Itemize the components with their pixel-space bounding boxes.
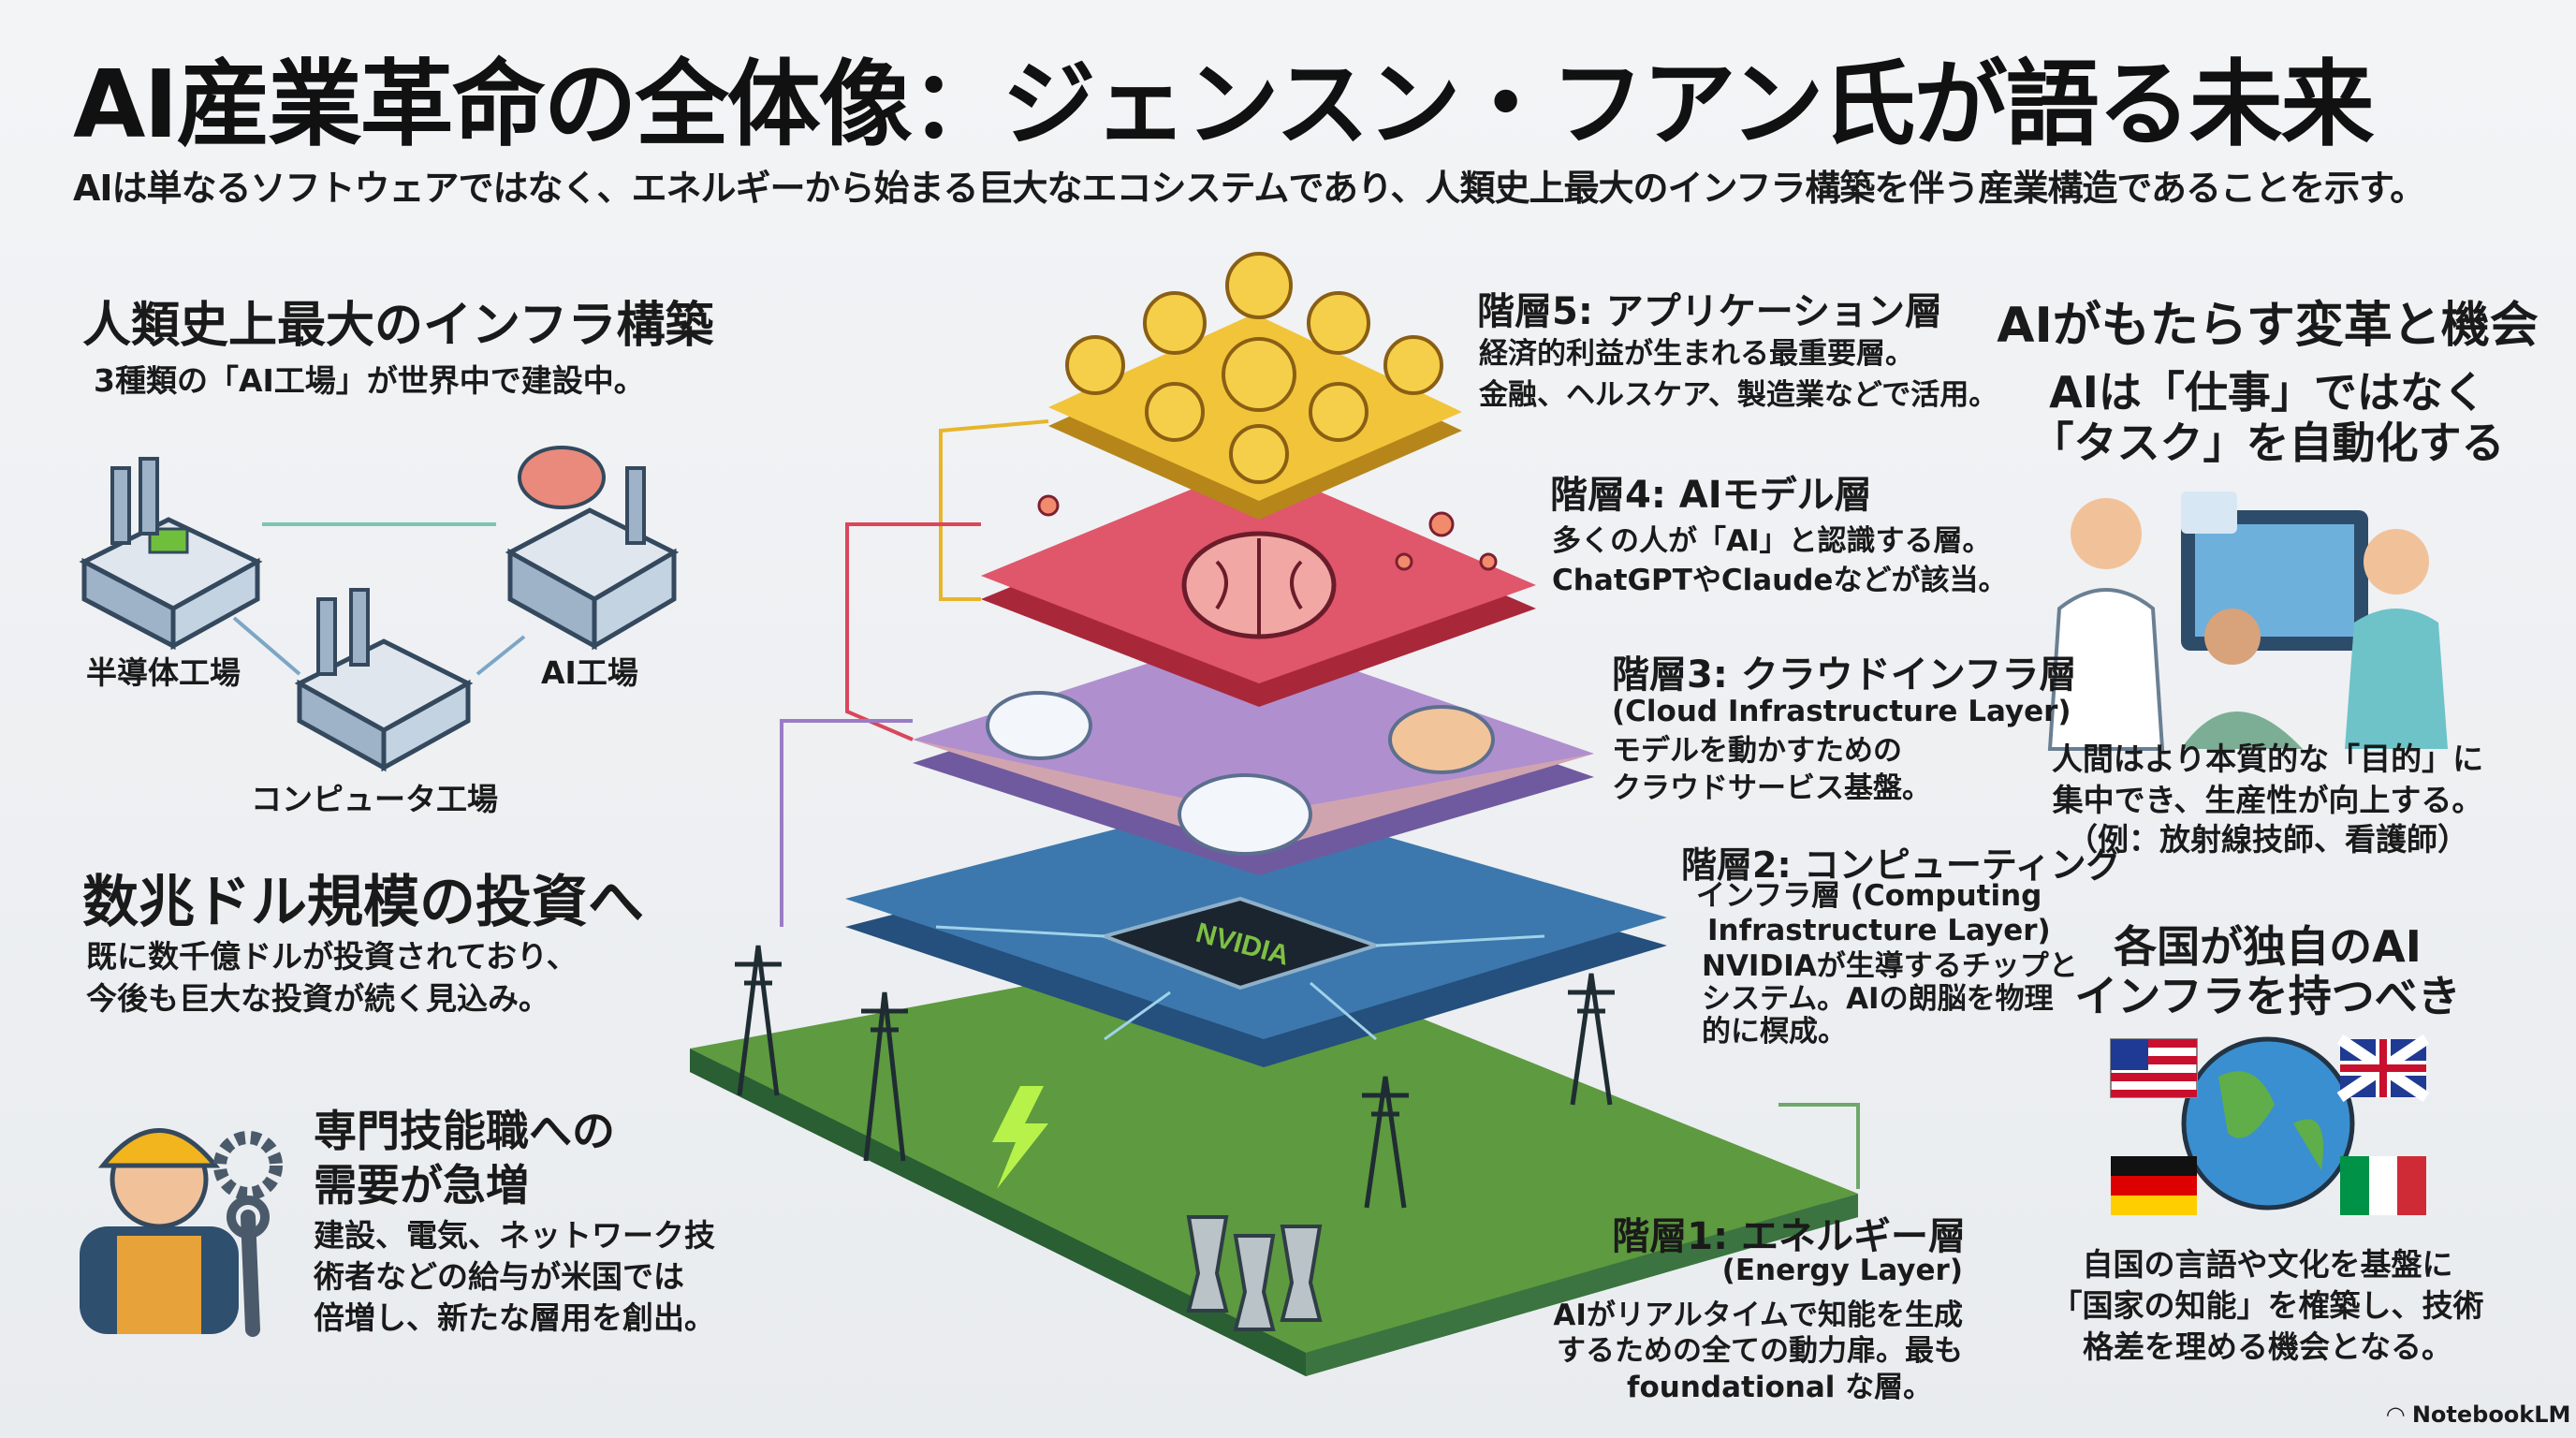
factory-computer-icon — [294, 588, 474, 772]
globe-icon — [2181, 1036, 2355, 1211]
notebooklm-brand: ◠ NotebookLM — [2387, 1401, 2570, 1428]
page-subtitle: AIは単なるソフトウェアではなく、エネルギーから始まる巨大なエコシステムであり、… — [73, 168, 2425, 209]
infra-heading: 人類史上最大のインフラ構築 — [82, 298, 714, 354]
circuit-traces — [935, 925, 1545, 1041]
network-node-icon — [1037, 494, 1498, 571]
layer-1-title: 階層1: エネルギー層 — [1612, 1215, 1966, 1258]
right-heading: AIがもたらす変革と機会 — [1997, 298, 2539, 354]
layer-1-line-1: (Energy Layer) — [1721, 1254, 1963, 1287]
application-icons — [1065, 252, 1443, 484]
jobs-heading-2: 需要が急増 — [314, 1160, 529, 1211]
invest-heading: 数兆ドル規模の投資へ — [82, 870, 644, 935]
factory-semiconductor-icon — [79, 457, 263, 651]
sovereign-line-3: 格差を理める機会となる。 — [2082, 1328, 2452, 1365]
layer-3-line-2: モデルを動かすための — [1612, 734, 1902, 768]
sovereign-line-1: 自国の言語や文化を基盤に — [2082, 1246, 2453, 1283]
power-pylon-icon — [735, 945, 1615, 1209]
sovereign-line-2: 「国家の知能」を榷築し、技術 — [2051, 1287, 2484, 1324]
brain-icon — [1181, 531, 1337, 639]
layer-4-line-2: ChatGPTやClaudeなどが該当。 — [1552, 564, 2008, 597]
layer-5-line-1: 経済的利益が生まれる最重要層。 — [1479, 337, 1914, 371]
task-line-3: （例：放射線技師、看護師） — [2067, 821, 2468, 858]
cloud-icon — [986, 691, 1495, 856]
layer-2-line-1: インフラ層 (Computing — [1696, 879, 2042, 913]
layer-3-title: 階層3: クラウドインフラ層 — [1612, 653, 2077, 697]
infra-sub: 3種類の「AI工場」が世界中で建設中。 — [94, 362, 645, 399]
page-title: AI産業革命の全体像：ジェンスン・フアン氏が語る未来 — [73, 50, 2375, 159]
sovereign-heading-2: インフラを持つべき — [2074, 971, 2461, 1021]
task-line-1: 人間はより本質的な「目的」に — [2051, 741, 2484, 777]
lightning-icon — [992, 1086, 1048, 1189]
factory-ai-icon — [505, 446, 680, 651]
factory-label-semiconductor: 半導体工場 — [86, 654, 241, 691]
wrench-icon — [227, 1196, 270, 1337]
factory-label-ai: AI工場 — [541, 654, 638, 691]
layer-2-title: 階層2: コンピューティング — [1681, 844, 2122, 886]
invest-line-1: 既に数千億ドルが投資されており、 — [86, 938, 578, 975]
layer-3-line-1: (Cloud Infrastructure Layer) — [1612, 695, 2071, 728]
notebooklm-label: NotebookLM — [2411, 1401, 2571, 1428]
flag-usa-icon — [2110, 1038, 2198, 1098]
jobs-line-1: 建設、電気、ネットワーク技 — [314, 1217, 715, 1254]
jobs-heading-1: 専門技能職への — [314, 1106, 615, 1156]
cooling-tower-icon — [1186, 1215, 1323, 1331]
invest-line-2: 今後も巨大な投資が続く見込み。 — [86, 980, 549, 1017]
layer-2-line-4: システム。AIの朗脳を物理 — [1702, 982, 2054, 1016]
layer-1-line-3: するための全ての動力扉。最も — [1557, 1334, 1963, 1368]
task-heading-2: 「タスク」を自動化する — [2030, 418, 2505, 468]
worker-icon — [80, 1128, 239, 1334]
flag-germany-icon — [2111, 1156, 2197, 1215]
layer-1-energy-platform — [690, 946, 1858, 1376]
layer-5-line-2: 金融、ヘルスケア、製造業などで活用。 — [1479, 378, 1998, 412]
jobs-line-3: 倍増し、新たな層用を創出。 — [314, 1299, 715, 1336]
task-heading-1: AIは「仕事」ではなく — [2049, 367, 2486, 418]
layer-2-line-5: 的に榠成。 — [1702, 1015, 1847, 1049]
factory-label-computer: コンピュータ工場 — [251, 781, 498, 817]
task-line-2: 集中でき、生産性が向上する。 — [2052, 782, 2483, 818]
layer-2-line-2: Infrastructure Layer) — [1707, 914, 2051, 947]
layer-1-line-4: foundational な層。 — [1627, 1371, 1933, 1404]
layer-3-line-3: クラウドサービス基盤。 — [1612, 771, 1931, 805]
gear-icon — [213, 1131, 283, 1200]
connector-lines — [780, 419, 1860, 1189]
layer-2-computing-platform — [845, 796, 1667, 1067]
layer-2-line-3: NVIDIAが生導するチップと — [1702, 949, 2078, 983]
jobs-line-2: 術者などの給与が米国では — [314, 1258, 684, 1295]
flag-italy-icon — [2340, 1156, 2426, 1215]
layer-4-title: 階層4: AIモデル層 — [1550, 474, 1872, 517]
layer-4-line-1: 多くの人が「AI」と認識する層。 — [1552, 524, 1992, 558]
layer-1-line-2: AIがリアルタイムで知能を生成 — [1553, 1299, 1963, 1332]
doctor-patient-illustration — [2047, 492, 2448, 751]
sovereign-heading-1: 各国が独自のAI — [2114, 921, 2422, 972]
layer-5-title: 階層5: アプリケーション層 — [1477, 290, 1942, 333]
notebooklm-logo-icon: ◠ — [2387, 1401, 2412, 1428]
flag-uk-icon — [2336, 1034, 2430, 1102]
